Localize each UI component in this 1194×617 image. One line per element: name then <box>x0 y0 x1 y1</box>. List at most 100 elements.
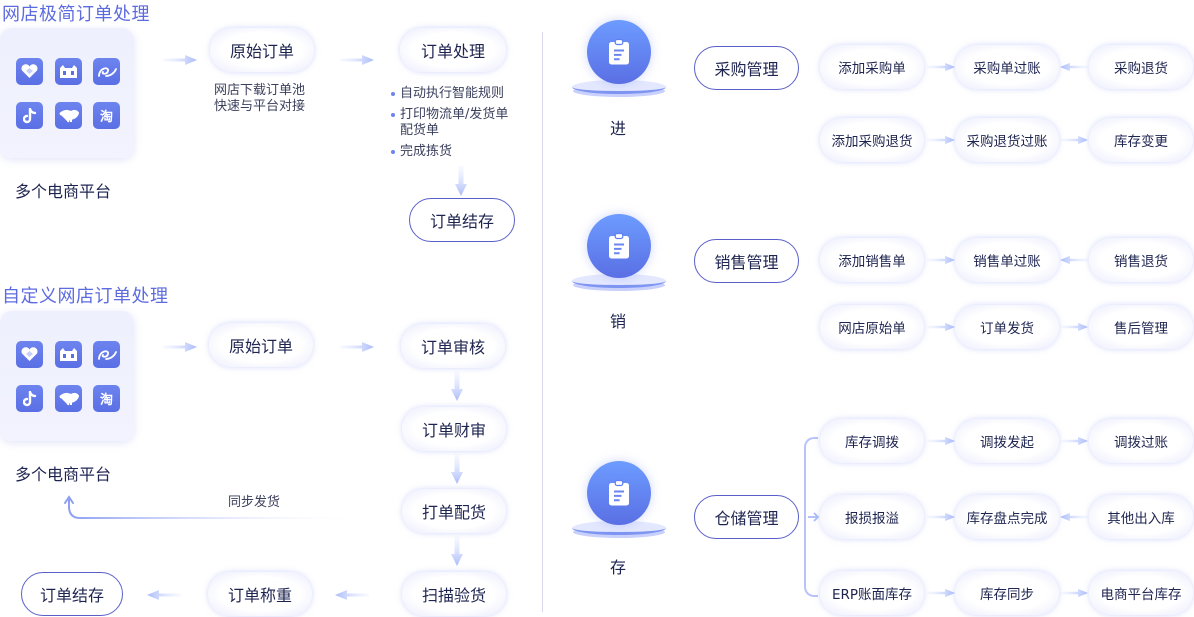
node-order-review[interactable]: 订单审核 <box>401 324 505 368</box>
arrow-left-icon <box>1060 62 1088 72</box>
node-order-weigh[interactable]: 订单称重 <box>208 572 312 616</box>
arrow-right-icon <box>163 342 197 352</box>
douyin-icon <box>16 102 43 129</box>
arrow-right-icon <box>927 322 955 332</box>
section-title-simple-order: 网店极简订单处理 <box>2 4 150 25</box>
alibaba-icon <box>93 58 120 85</box>
storage-phase-icon <box>572 461 666 546</box>
arrow-right-icon <box>1060 322 1088 332</box>
node-order-finance[interactable]: 订单财审 <box>402 407 506 451</box>
taobao-icon: 淘 <box>93 385 120 412</box>
node-order-archive[interactable]: 订单结存 <box>409 198 515 242</box>
arrow-left-icon <box>1060 255 1088 265</box>
purchase-phase-icon <box>572 20 666 105</box>
process-steps: 自动执行智能规则 打印物流单/发货单 配货单 完成拣货 <box>391 86 508 165</box>
suning-icon <box>55 102 82 129</box>
platforms-box: 淘 <box>0 311 134 441</box>
arrow-down-icon <box>451 371 463 401</box>
process-step: 完成拣货 <box>391 144 508 160</box>
tmall-icon <box>55 58 82 85</box>
process-step: 打印物流单/发货单 <box>391 107 508 123</box>
platforms-box: 淘 <box>0 28 134 158</box>
storage-node[interactable]: 调拨发起 <box>955 419 1059 463</box>
taobao-icon: 淘 <box>93 102 120 129</box>
storage-node[interactable]: 库存盘点完成 <box>955 495 1059 539</box>
clipboard-icon <box>587 20 651 84</box>
raw-order-desc: 网店下载订单池 快速与平台对接 <box>214 83 305 115</box>
alibaba-icon <box>93 341 120 368</box>
sync-label: 同步发货 <box>228 495 281 510</box>
purchase-node[interactable]: 添加采购退货 <box>820 118 924 162</box>
node-order-archive[interactable]: 订单结存 <box>21 572 123 616</box>
sales-phase-icon <box>572 214 666 299</box>
raw-order-desc-line: 网店下载订单池 <box>214 83 306 98</box>
sales-node[interactable]: 网店原始单 <box>820 305 924 349</box>
douyin-icon <box>16 385 43 412</box>
purchase-manager[interactable]: 采购管理 <box>694 46 799 90</box>
clipboard-icon <box>587 461 651 525</box>
storage-node[interactable]: 报损报溢 <box>820 495 924 539</box>
tmall-icon <box>55 341 82 368</box>
sync-arrow-icon <box>64 495 368 519</box>
arrow-right-icon <box>927 512 955 522</box>
sales-node[interactable]: 订单发货 <box>955 305 1059 349</box>
arrow-right-icon <box>1060 436 1088 446</box>
suning-icon <box>55 385 82 412</box>
arrow-right-icon <box>927 588 955 598</box>
purchase-node[interactable]: 采购退货 <box>1089 45 1193 89</box>
process-step: 自动执行智能规则 <box>391 86 508 102</box>
disc <box>572 80 666 94</box>
section-title-custom-order: 自定义网店订单处理 <box>2 286 169 307</box>
purchase-node[interactable]: 添加采购单 <box>820 45 924 89</box>
arrow-right-icon <box>1060 588 1088 598</box>
disc <box>572 274 666 288</box>
node-raw-order[interactable]: 原始订单 <box>209 323 313 367</box>
storage-node[interactable]: 其他出入库 <box>1089 495 1193 539</box>
purchase-node[interactable]: 采购单过账 <box>955 45 1059 89</box>
arrow-right-icon <box>927 135 955 145</box>
arrow-right-icon <box>340 55 374 65</box>
storage-node[interactable]: 库存调拨 <box>820 419 924 463</box>
platforms-label: 多个电商平台 <box>15 182 112 201</box>
sales-node[interactable]: 销售单过账 <box>955 238 1059 282</box>
arrow-left-icon <box>1060 512 1088 522</box>
purchase-node[interactable]: 库存变更 <box>1089 118 1193 162</box>
platforms-label: 多个电商平台 <box>15 465 112 484</box>
arrow-down-icon <box>451 454 463 484</box>
arrow-down-icon <box>451 536 463 566</box>
phase-label-in: 进 <box>610 119 627 138</box>
storage-node[interactable]: 电商平台库存 <box>1089 571 1193 615</box>
purchase-node[interactable]: 采购退货过账 <box>955 118 1059 162</box>
storage-node[interactable]: ERP账面库存 <box>820 571 924 615</box>
arrow-right-icon <box>1060 135 1088 145</box>
sales-node[interactable]: 销售退货 <box>1089 238 1193 282</box>
node-scan-verify[interactable]: 扫描验货 <box>402 572 506 616</box>
clipboard-icon <box>587 214 651 278</box>
node-order-process[interactable]: 订单处理 <box>400 28 506 72</box>
jd-icon <box>16 341 43 368</box>
arrow-right-icon <box>163 55 197 65</box>
arrow-left-icon <box>335 590 369 600</box>
storage-node[interactable]: 调拨过账 <box>1089 419 1193 463</box>
arrow-right-icon <box>340 342 374 352</box>
phase-label-sales: 销 <box>610 312 627 331</box>
jd-icon <box>16 58 43 85</box>
storage-manager[interactable]: 仓储管理 <box>694 495 799 539</box>
divider <box>542 32 543 612</box>
sales-node[interactable]: 售后管理 <box>1089 305 1193 349</box>
sales-manager[interactable]: 销售管理 <box>694 239 799 283</box>
arrow-down-icon <box>455 166 467 196</box>
phase-label-storage: 存 <box>610 558 627 577</box>
storage-node[interactable]: 库存同步 <box>955 571 1059 615</box>
process-step-cont: 配货单 <box>400 123 440 138</box>
arrow-right-icon <box>927 255 955 265</box>
storage-bracket <box>804 437 818 597</box>
node-print-pick[interactable]: 打单配货 <box>402 489 506 533</box>
raw-order-desc-line: 快速与平台对接 <box>214 99 306 114</box>
arrow-right-icon <box>808 512 820 522</box>
arrow-right-icon <box>927 62 955 72</box>
sales-node[interactable]: 添加销售单 <box>820 238 924 282</box>
disc <box>572 521 666 535</box>
node-raw-order[interactable]: 原始订单 <box>210 28 314 72</box>
arrow-left-icon <box>147 590 181 600</box>
